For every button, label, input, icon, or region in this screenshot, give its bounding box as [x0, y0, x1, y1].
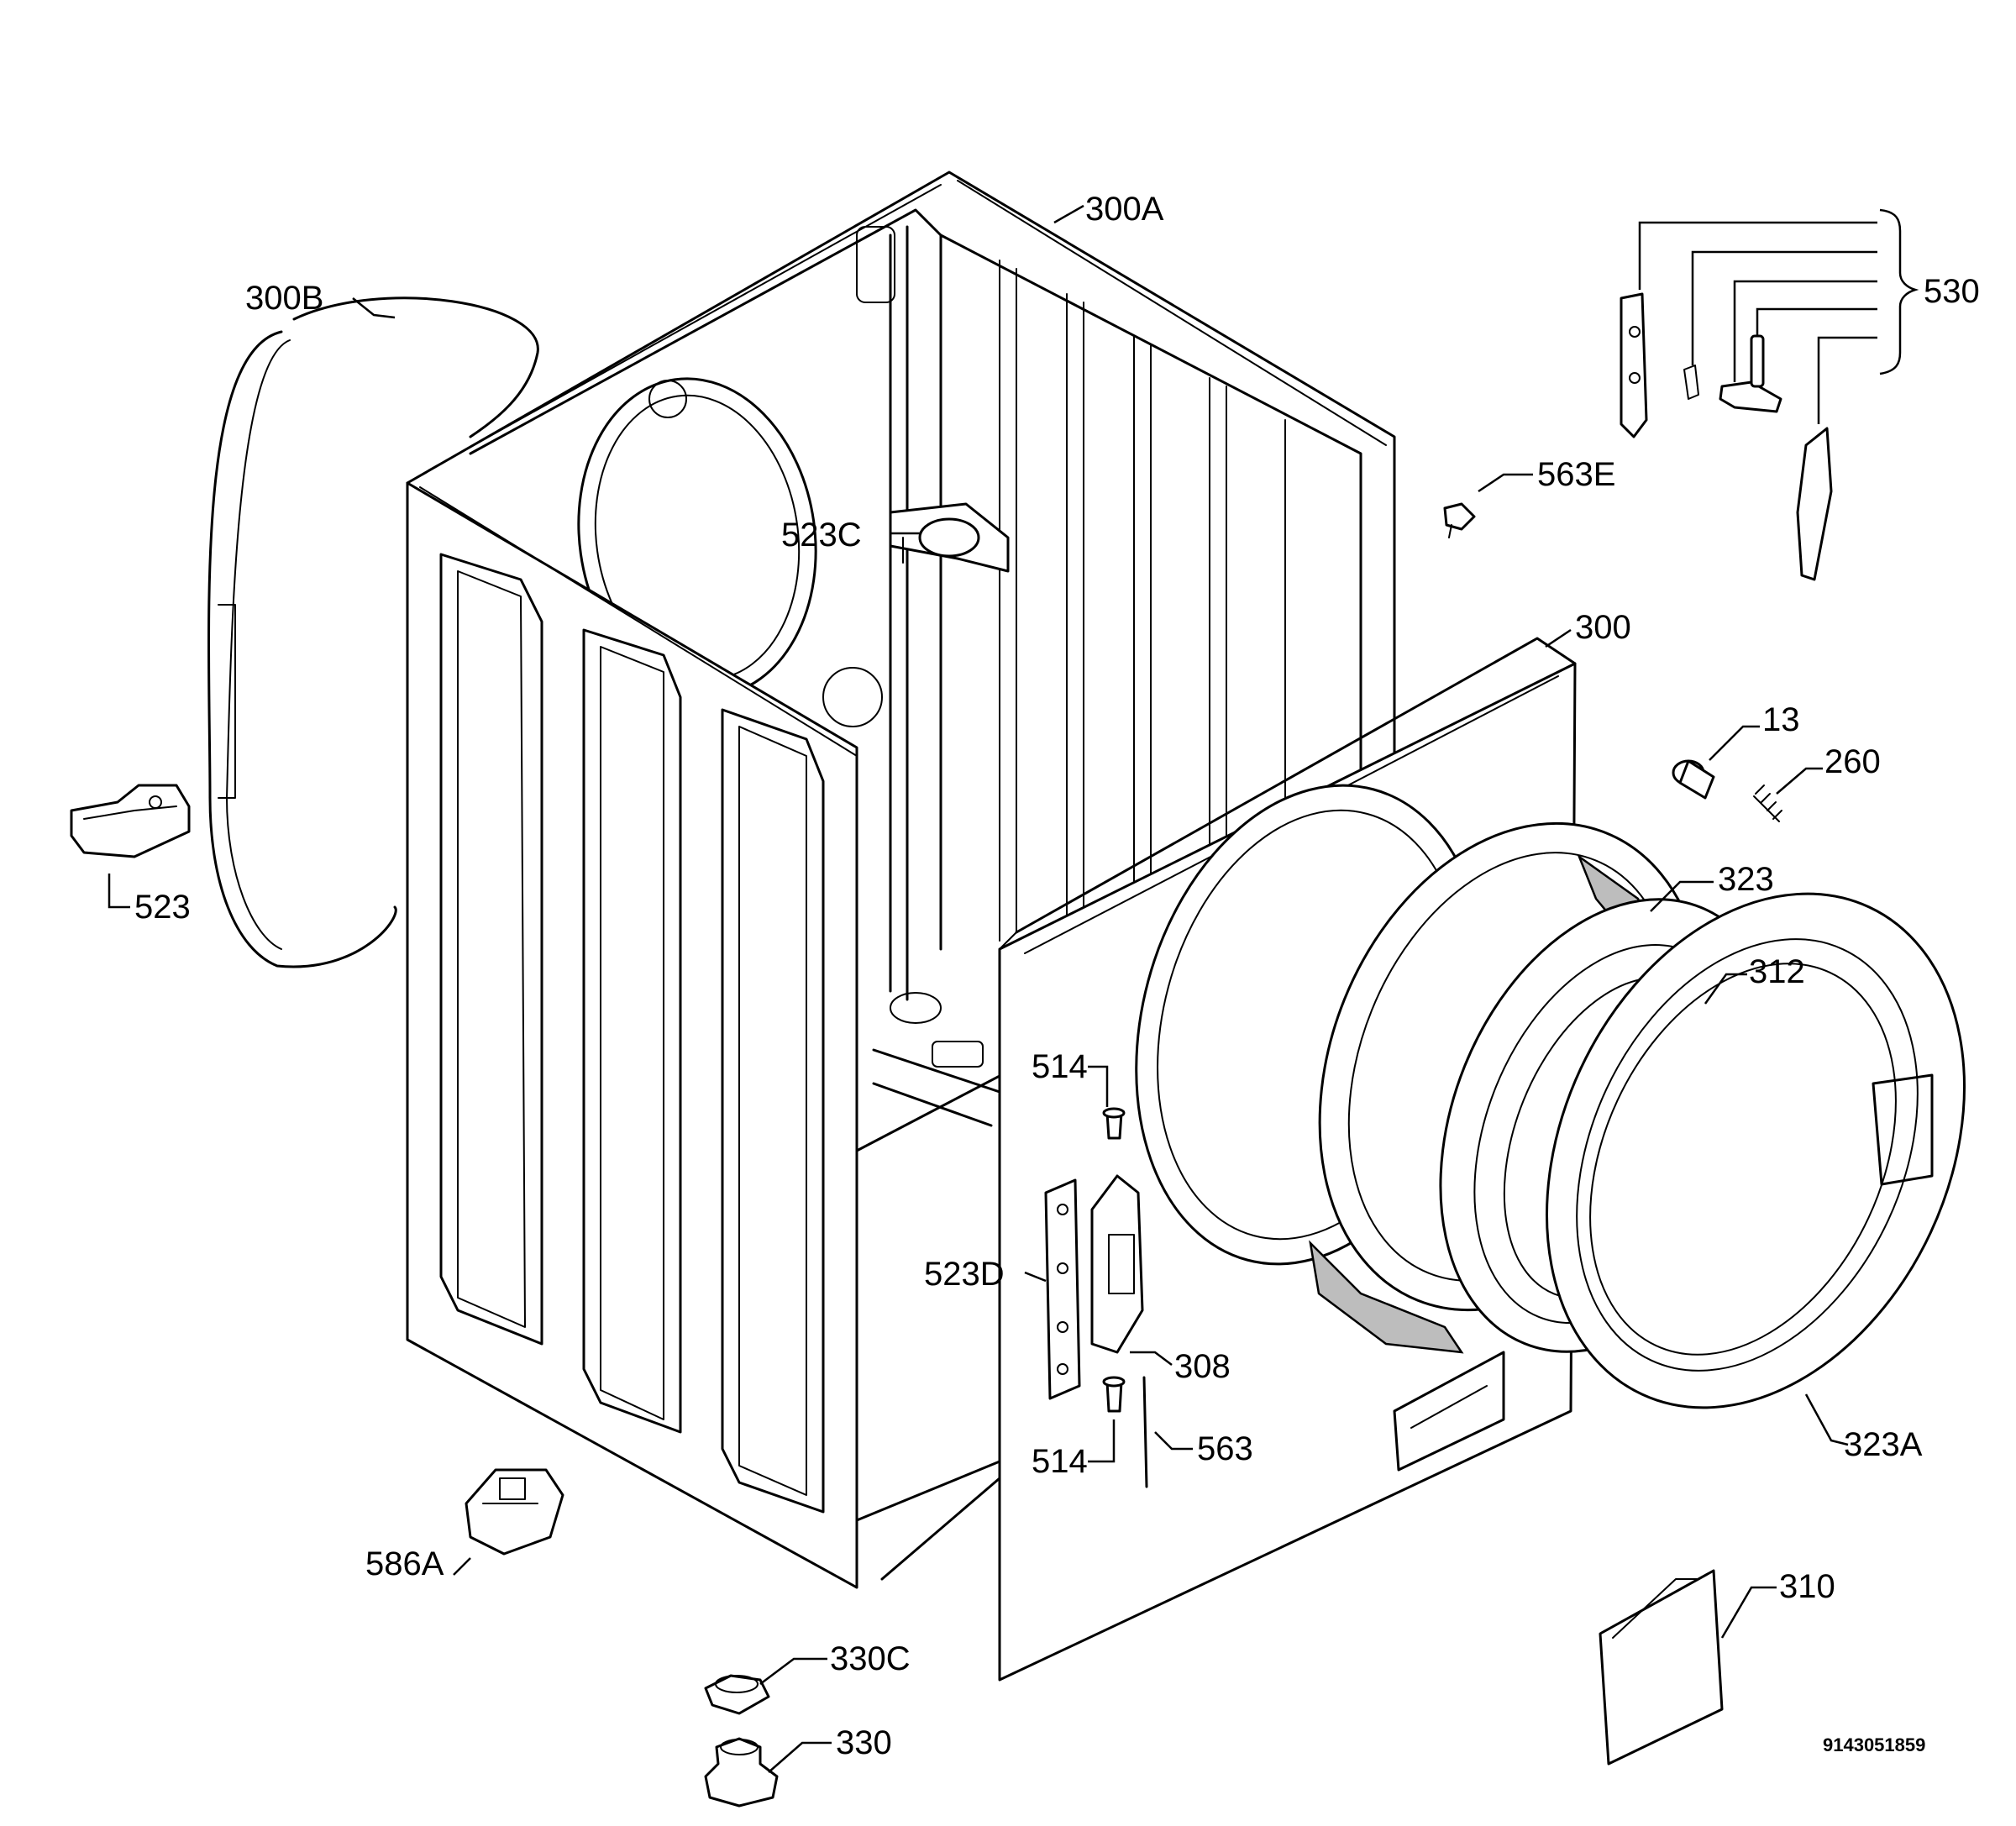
- label-563: 563: [1197, 1430, 1253, 1467]
- drawing-code: 9143051859: [1823, 1734, 1925, 1755]
- label-300B: 300B: [245, 280, 323, 317]
- label-523: 523: [134, 889, 191, 926]
- hinge-308: [1090, 1174, 1144, 1354]
- part-523C: [889, 502, 1010, 573]
- label-310: 310: [1779, 1568, 1835, 1605]
- label-523C: 523C: [781, 517, 862, 554]
- hinge-523D: [1044, 1178, 1081, 1400]
- label-514-top: 514: [1032, 1048, 1088, 1085]
- label-300: 300: [1575, 609, 1631, 646]
- label-330: 330: [836, 1724, 892, 1761]
- label-523D: 523D: [924, 1256, 1005, 1293]
- part-586A: [465, 1468, 564, 1556]
- handle-group-530: [1620, 208, 1919, 581]
- leader-lines: [108, 204, 1849, 1773]
- label-586A: 586A: [365, 1545, 444, 1582]
- rear-ring-300B: [207, 296, 539, 968]
- label-563E: 563E: [1537, 456, 1615, 493]
- part-310: [1599, 1569, 1724, 1766]
- label-260: 260: [1824, 743, 1881, 780]
- label-514-bottom: 514: [1032, 1443, 1088, 1480]
- part-13: [1672, 759, 1715, 800]
- cabinet-side-panel: [406, 481, 858, 1589]
- label-312: 312: [1749, 953, 1805, 990]
- spring-260: [1753, 784, 1782, 822]
- label-13: 13: [1762, 701, 1800, 738]
- rod-563: [1142, 1376, 1148, 1488]
- label-300A: 300A: [1085, 191, 1164, 228]
- pin-514-top: [1102, 1107, 1126, 1140]
- door-outer-323A: [1546, 892, 1966, 1409]
- part-563E: [1443, 502, 1476, 538]
- part-labels: 300A 300B 530 563E 523C 300 13 260 323 3…: [134, 191, 1980, 1761]
- label-530: 530: [1924, 273, 1980, 310]
- part-330: [704, 1737, 779, 1808]
- part-523: [70, 784, 191, 858]
- label-323: 323: [1718, 861, 1774, 898]
- label-323A: 323A: [1844, 1426, 1923, 1463]
- pin-514-bottom: [1102, 1376, 1126, 1413]
- part-330C: [704, 1674, 770, 1715]
- label-330C: 330C: [830, 1640, 911, 1677]
- label-308: 308: [1174, 1348, 1231, 1385]
